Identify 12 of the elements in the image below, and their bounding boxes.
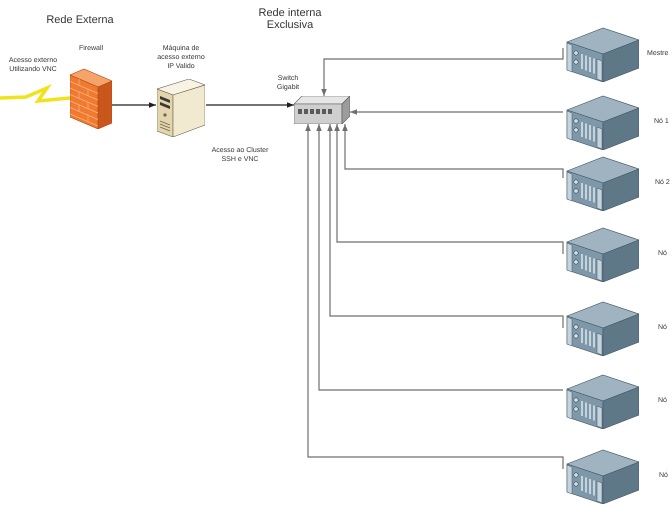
arrow [206,102,294,108]
arrow [334,124,564,254]
section-heading: Rede Externa [45,14,115,26]
arrow [350,109,563,115]
arrow [112,102,156,108]
lightning-link [0,84,70,104]
arrow [327,124,564,328]
arrow [316,124,564,391]
arrow [342,124,564,178]
arrow [305,124,564,469]
section-heading: Rede interna Exclusiva [258,7,322,31]
arrow [321,48,564,96]
